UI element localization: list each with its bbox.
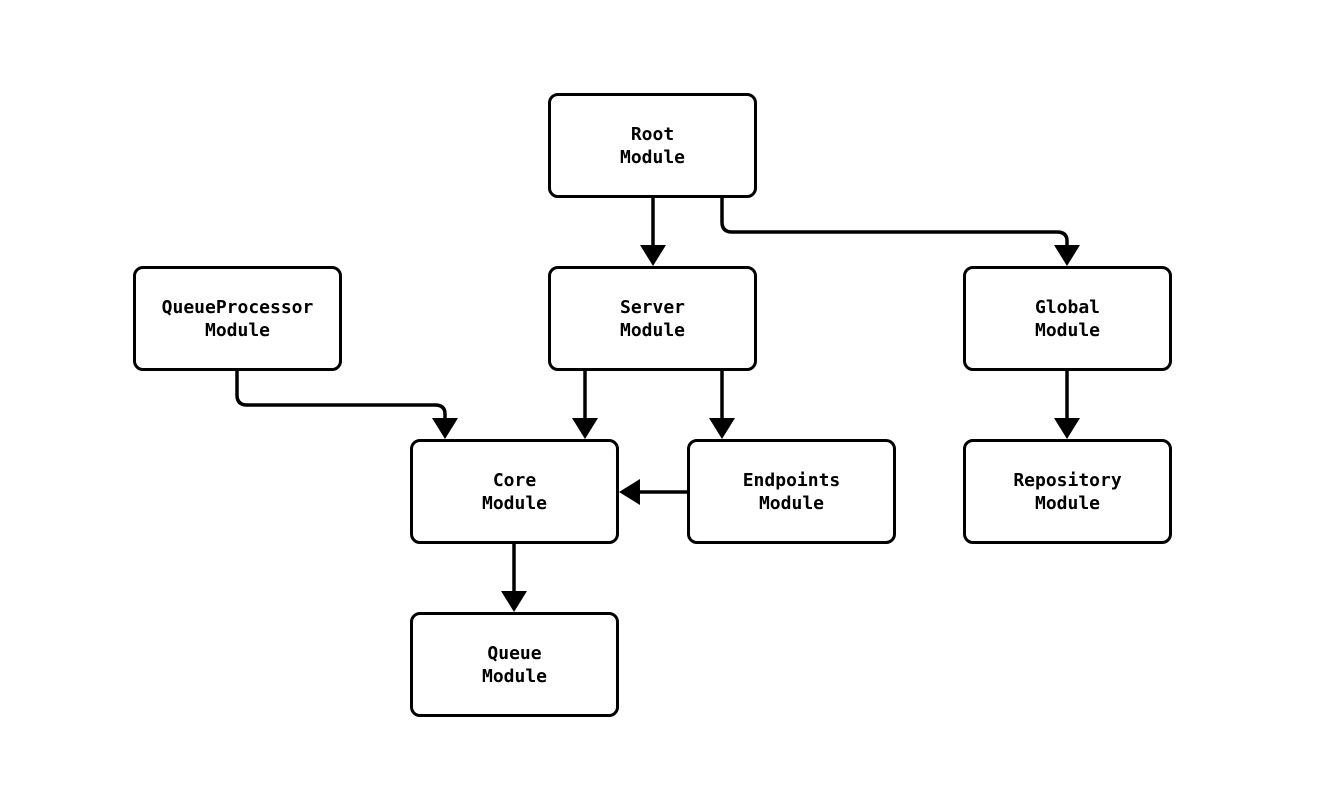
node-label: Repository Module xyxy=(1013,469,1122,514)
node-queueprocessor-module: QueueProcessor Module xyxy=(133,266,342,371)
node-label: QueueProcessor Module xyxy=(161,296,314,341)
node-root-module: Root Module xyxy=(548,93,757,198)
arrowhead-root-server xyxy=(640,245,666,266)
node-server-module: Server Module xyxy=(548,266,757,371)
node-label: Root Module xyxy=(619,123,686,168)
node-repository-module: Repository Module xyxy=(963,439,1172,544)
arrowhead-endpoints-core xyxy=(619,479,640,505)
arrowhead-queueprocessor-core xyxy=(432,418,458,439)
node-label: Queue Module xyxy=(481,642,548,687)
edge-root-global xyxy=(720,198,1069,250)
edge-queueprocessor-core xyxy=(235,371,447,423)
arrowhead-server-endpoints xyxy=(709,418,735,439)
node-label: Core Module xyxy=(481,469,548,514)
node-core-module: Core Module xyxy=(410,439,619,544)
arrowhead-root-global xyxy=(1054,245,1080,266)
node-label: Global Module xyxy=(1034,296,1101,341)
arrowhead-core-queue xyxy=(501,591,527,612)
arrowhead-global-repository xyxy=(1054,418,1080,439)
node-label: Server Module xyxy=(619,296,686,341)
node-global-module: Global Module xyxy=(963,266,1172,371)
node-queue-module: Queue Module xyxy=(410,612,619,717)
node-label: Endpoints Module xyxy=(742,469,841,514)
node-endpoints-module: Endpoints Module xyxy=(687,439,896,544)
arrowhead-server-core xyxy=(572,418,598,439)
